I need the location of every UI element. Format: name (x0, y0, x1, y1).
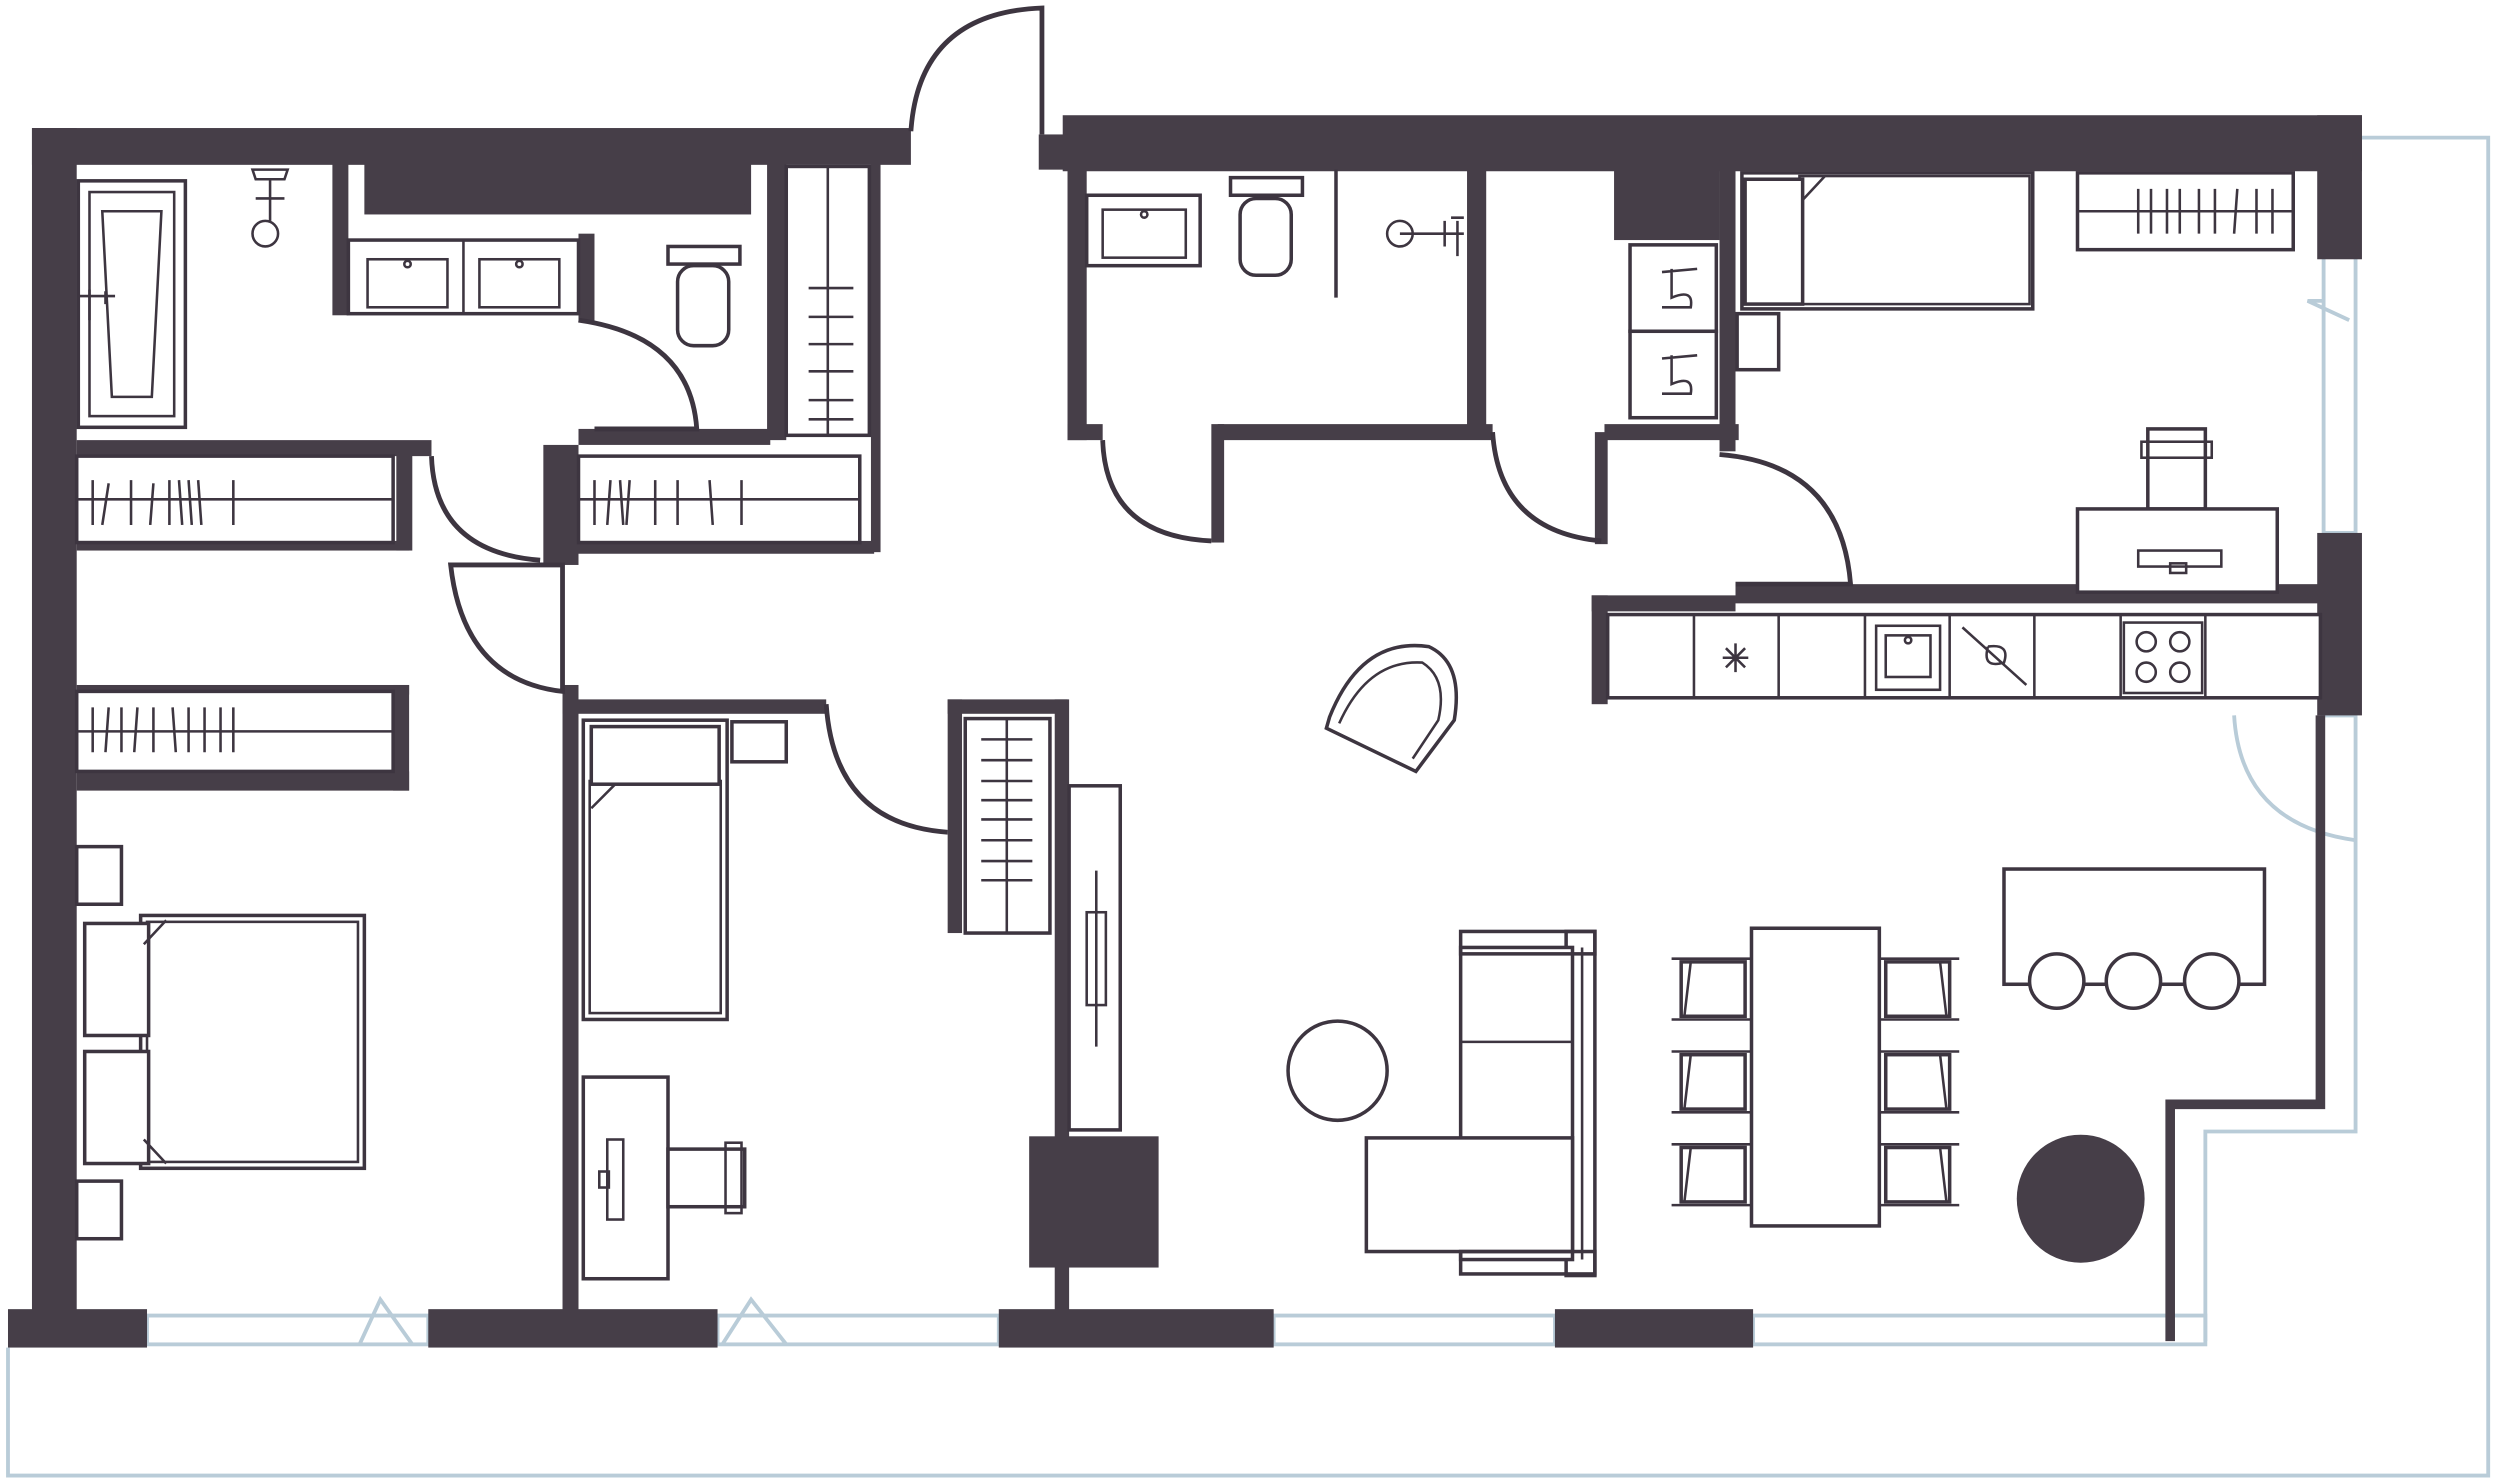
bedroom-door (429, 456, 541, 563)
kids-desk (581, 1075, 670, 1281)
window-living-1 (1271, 1313, 1557, 1347)
window-tilt-2 (720, 1296, 788, 1346)
round-column (2016, 1134, 2145, 1263)
window-tilt-1 (357, 1295, 414, 1346)
terrace-outline (6, 135, 2491, 1478)
double-bed (138, 913, 367, 1171)
walls (7, 115, 2362, 1348)
pillow-2 (82, 1049, 151, 1166)
doors (429, 5, 1854, 835)
dining-chairs-right (1879, 957, 1960, 1207)
window-bedroom (145, 1313, 431, 1347)
pillow-1 (82, 921, 151, 1038)
fridge-icon (1722, 643, 1749, 673)
wc-door (578, 317, 700, 432)
dryer (1628, 329, 1719, 420)
window-east-corner (2203, 713, 2358, 1342)
kids-room (581, 716, 1052, 1281)
toilet-2 (1238, 196, 1294, 278)
dining (1671, 867, 2267, 1263)
shower-head-icon (251, 219, 280, 248)
coffee-table (1286, 1019, 1389, 1123)
bar-stool-2 (2104, 952, 2163, 1011)
study-door (1719, 452, 1854, 587)
nightstand-2 (74, 1179, 124, 1241)
kids-chair (666, 1147, 747, 1209)
bath2-door (1100, 440, 1212, 544)
toilet-1 (675, 263, 731, 348)
kitchen-counter (1605, 612, 2323, 700)
tv-unit (1067, 784, 1123, 1132)
nightstand-1 (74, 844, 124, 907)
windows (145, 250, 2358, 1347)
window-tilt-3 (2306, 298, 2350, 322)
vanity-2 (1084, 193, 1202, 268)
kids-pillow (589, 724, 721, 786)
window-kids-room (715, 1313, 1001, 1347)
bath-faucet-icon (79, 289, 116, 321)
bedroom-wardrobes (74, 454, 862, 774)
study (1735, 171, 2295, 594)
window-living-2 (1751, 1313, 2208, 1347)
sofa-chaise (1364, 1136, 1575, 1254)
dining-chairs-left (1671, 957, 1752, 1207)
kids-door (823, 704, 948, 835)
laundry (1628, 243, 1719, 420)
master-bedroom (74, 844, 367, 1241)
hall-door (447, 562, 565, 695)
kids-nightstand (730, 720, 789, 764)
bathtub (76, 179, 188, 430)
cooktop (2122, 621, 2204, 695)
dishwasher-icon (1961, 626, 2028, 686)
master-bathroom (76, 164, 872, 438)
entrance-door (908, 5, 1045, 135)
study-nightstand (1735, 311, 1781, 372)
bathroom-2 (1084, 169, 1464, 298)
laundry-door (1490, 431, 1602, 544)
living-room (1286, 643, 1597, 1278)
kitchen-sink (1874, 624, 1942, 692)
bar-stool-3 (2182, 952, 2241, 1011)
washer (1628, 243, 1719, 334)
kitchen (1605, 612, 2323, 700)
study-pillow (1743, 177, 1805, 306)
balcony-door-swing (2232, 715, 2356, 843)
window-east-1 (2321, 250, 2358, 535)
bar-stool-1 (2027, 952, 2086, 1011)
dining-table (1749, 926, 1882, 1228)
